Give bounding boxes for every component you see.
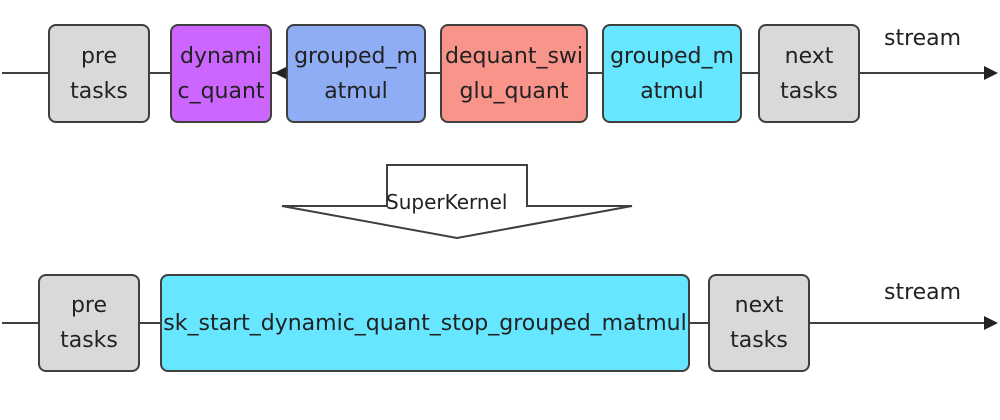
dequant-swiglu-quant-line1: dequant_swi [444,43,584,69]
grouped-matmul-1-line1: grouped_m [294,43,418,69]
dequant-swiglu-quant-line2: glu_quant [459,78,569,104]
superkernel-label: SuperKernel [386,190,508,214]
top-next-tasks-box: next tasks [758,24,860,123]
bottom-next-tasks-box: next tasks [708,274,810,372]
top-stream-arrowhead [984,66,998,80]
dynamic-quant-line1: dynami [180,43,262,69]
superkernel-arrow [281,164,633,240]
grouped-matmul-2-line2: atmul [640,78,704,104]
top-next-tasks-line1: next [784,43,834,69]
grouped-matmul-2-line1: grouped_m [610,43,734,69]
bottom-pre-tasks-line2: tasks [60,328,118,353]
top-pre-tasks-box: pre tasks [48,24,150,123]
grouped-matmul-box-2: grouped_m atmul [602,24,742,123]
bottom-pre-tasks-box: pre tasks [38,274,140,372]
bottom-stream-arrowhead [984,316,998,330]
dynamic-quant-line2: c_quant [177,78,265,104]
grouped-matmul-1-line2: atmul [324,78,388,104]
dynamic-quant-box: dynami c_quant [170,24,272,123]
top-stream-label: stream [884,26,962,51]
bottom-next-tasks-line1: next [734,293,784,318]
dequant-swiglu-quant-box: dequant_swi glu_quant [440,24,588,123]
bottom-pre-tasks-line1: pre [70,293,108,318]
top-pre-tasks-line1: pre [80,43,118,69]
bottom-next-tasks-line2: tasks [730,328,788,353]
top-pre-tasks-line2: tasks [70,78,128,104]
grouped-matmul-box-1: grouped_m atmul [286,24,426,123]
top-next-tasks-line2: tasks [780,78,838,104]
bottom-stream-label: stream [884,280,962,305]
superkernel-box-label: sk_start_dynamic_quant_stop_grouped_matm… [163,310,687,336]
top-arrowhead-left [274,67,286,79]
superkernel-box: sk_start_dynamic_quant_stop_grouped_matm… [160,274,690,372]
